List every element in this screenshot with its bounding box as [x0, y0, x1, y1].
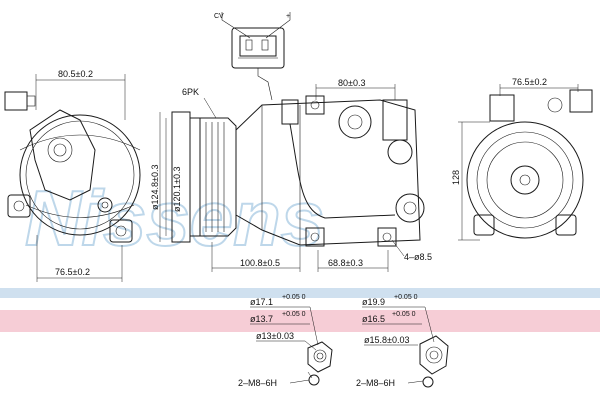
port-right-d1-tol: +0.05 0: [394, 294, 418, 301]
port-left-d2-tol: +0.05 0: [282, 311, 306, 318]
side-dim-length: 100.8±0.5: [240, 258, 280, 268]
left-dim-bottom: 76.5±0.2: [55, 267, 90, 277]
port-left-d1-tol: +0.05 0: [282, 294, 306, 301]
port-left-thread: 2–M8–6H: [238, 378, 277, 388]
watermark-text: Nissens: [25, 174, 324, 262]
right-height: 128: [451, 170, 461, 185]
left-dim-top: 80.5±0.2: [58, 69, 93, 79]
port-right-thread: 2–M8–6H: [356, 378, 395, 388]
port-right-d2: ø16.5: [362, 314, 385, 324]
right-dim-top: 76.5±0.2: [512, 77, 547, 87]
port-left-d1: ø17.1: [250, 297, 273, 307]
holes-label: 4–ø8.5: [404, 252, 432, 262]
port-left-d3: ø13±0.03: [256, 331, 294, 341]
pin-plus-label: +: [286, 13, 290, 20]
pink-band: [0, 310, 600, 332]
compressor-side-view: 6PK ø124.8±0.3 ø120.1±0.3 80±0.3 100.8±0…: [150, 78, 432, 272]
port-right-d1: ø19.9: [362, 297, 385, 307]
blue-band: [0, 288, 600, 298]
port-right-d2-tol: +0.05 0: [392, 311, 416, 318]
belt-label: 6PK: [182, 87, 199, 97]
electrical-connector: CV +: [214, 12, 291, 101]
port-right-d3: ø15.8±0.03: [364, 335, 409, 345]
port-left-d2: ø13.7: [250, 314, 273, 324]
side-dim-top: 80±0.3: [338, 78, 365, 88]
pulley-dia-outer: ø124.8±0.3: [150, 165, 160, 210]
pulley-dia-inner: ø120.1±0.3: [172, 167, 182, 212]
side-dim-mount: 68.8±0.3: [328, 258, 363, 268]
compressor-rear-view: 80.5±0.2 76.5±0.2: [4, 69, 141, 282]
pin-cv-label: CV: [214, 13, 224, 20]
port-detail-left: ø17.1 +0.05 0 ø13.7 +0.05 0 ø13±0.03 2–M…: [238, 294, 333, 388]
port-detail-right: ø19.9 +0.05 0 ø16.5 +0.05 0 ø15.8±0.03 2…: [356, 294, 449, 388]
compressor-front-view: 76.5±0.2 128: [451, 77, 593, 241]
